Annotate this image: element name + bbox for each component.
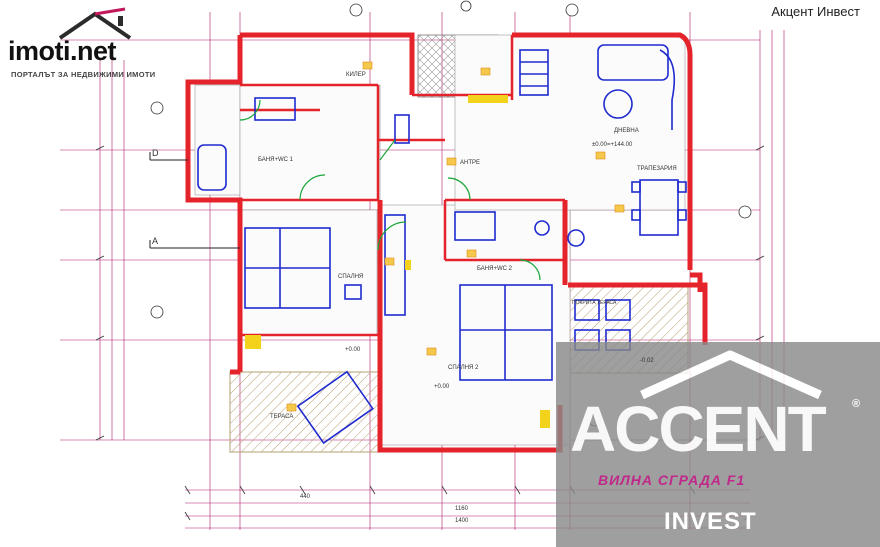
- room-label-terrace: ТЕРАСА: [270, 414, 294, 420]
- site-logo-tld: .net: [70, 36, 117, 66]
- site-logo-main: imoti: [8, 36, 71, 66]
- dim-bottom-2: 1400: [455, 518, 469, 524]
- site-tagline: ПОРТАЛЪТ ЗА НЕДВИЖИМИ ИМОТИ: [11, 70, 156, 79]
- level-b2: +0.00: [434, 384, 450, 390]
- door-swings: [239, 99, 541, 281]
- section-mark-d: D: [152, 148, 159, 158]
- section-mark-a: A: [152, 236, 159, 246]
- accent-watermark: [556, 342, 880, 547]
- dim-bottom-3: 1160: [455, 506, 468, 512]
- room-label-covered-terrace: ПОКРИТА ТЕРАСА: [572, 300, 617, 306]
- room-label-bath1: БАНЯ+WC 1: [258, 157, 293, 163]
- rooms: [194, 34, 686, 446]
- watermark-invest-word: INVEST: [664, 508, 757, 535]
- level-b1: +0.00: [345, 347, 361, 353]
- room-label-closet: КИЛЕР: [346, 72, 366, 78]
- house-roof-icon: [58, 7, 132, 40]
- agency-caption: Акцент Инвест: [771, 4, 860, 19]
- project-title: ВИЛНА СГРАДА F1: [598, 472, 746, 488]
- terrace-area: [229, 371, 379, 453]
- room-label-entrance: АНТРЕ: [460, 160, 481, 166]
- room-label-dining: ТРАПЕЗАРИЯ: [637, 166, 677, 172]
- room-label-bedroom2: СПАЛНЯ 2: [448, 365, 479, 371]
- dim-bottom-1: 440: [300, 494, 311, 500]
- section-markers: [149, 152, 240, 249]
- room-label-bedroom1: СПАЛНЯ: [338, 274, 364, 280]
- watermark-registered-mark: ®: [852, 398, 861, 410]
- room-label-bath2: БАНЯ+WC 2: [477, 266, 512, 272]
- watermark-accent-word: ACCENT: [570, 393, 827, 465]
- watermark-house-icon: [640, 350, 822, 400]
- accent-markers: [245, 95, 550, 428]
- level-terrace: -0.02: [640, 358, 654, 364]
- site-logo[interactable]: imoti.net: [8, 36, 117, 66]
- room-tags: [286, 61, 625, 412]
- room-label-living: ДНЕВНА: [614, 128, 639, 134]
- level-main: ±0.00=+144.00: [592, 142, 633, 148]
